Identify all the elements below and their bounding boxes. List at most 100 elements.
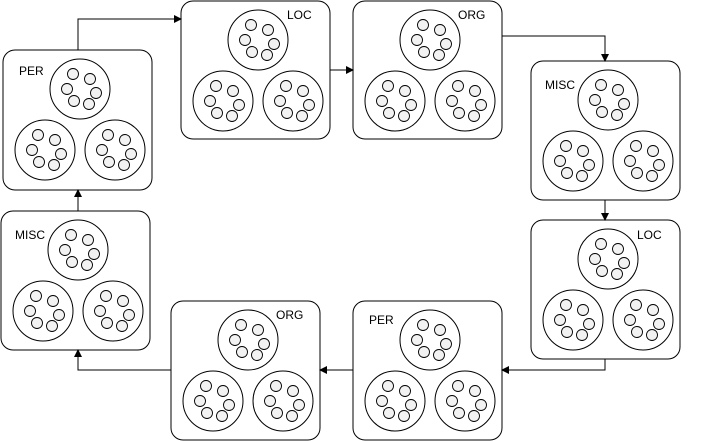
member-dot — [281, 107, 293, 119]
member-dot — [612, 243, 624, 255]
member-dot — [96, 144, 108, 156]
member-dot — [49, 134, 61, 146]
cluster-circle — [227, 9, 289, 71]
member-dot — [101, 317, 113, 329]
member-dot — [434, 24, 446, 36]
cluster-circle — [192, 70, 254, 132]
node-misc-n4 — [530, 60, 681, 201]
member-dot — [630, 140, 642, 152]
member-dot — [469, 385, 481, 397]
cluster-circle — [82, 280, 144, 342]
member-dot — [217, 385, 229, 397]
member-dot — [399, 85, 411, 97]
member-dot — [268, 38, 280, 50]
member-dot — [561, 326, 573, 338]
member-dot — [287, 385, 299, 397]
cluster-circle — [434, 70, 496, 132]
cluster-circle — [49, 58, 111, 120]
member-dot — [233, 99, 245, 111]
member-dot — [446, 95, 458, 107]
cluster-circle — [217, 309, 279, 371]
member-dot — [440, 338, 452, 350]
member-dot — [30, 290, 42, 302]
member-dot — [577, 304, 589, 316]
member-dot — [261, 49, 273, 61]
member-dot — [653, 159, 665, 171]
member-dot — [258, 338, 270, 350]
member-dot — [61, 83, 73, 95]
cluster-circle — [84, 119, 146, 181]
edge-arrow-n3-n4 — [502, 35, 609, 62]
member-dot — [624, 314, 636, 326]
member-dot — [453, 107, 465, 119]
member-dot — [434, 324, 446, 336]
member-dot — [611, 268, 623, 280]
node-label-misc-right: MISC — [545, 78, 575, 92]
member-dot — [611, 109, 623, 121]
member-dot — [67, 68, 79, 80]
node-misc-n8 — [0, 210, 151, 351]
member-dot — [475, 99, 487, 111]
member-dot — [46, 320, 58, 332]
member-dot — [200, 380, 212, 392]
edge-arrow-n1-n2 — [77, 15, 182, 50]
member-dot — [647, 304, 659, 316]
member-dot — [653, 318, 665, 330]
member-dot — [59, 244, 71, 256]
member-dot — [452, 80, 464, 92]
member-dot — [453, 407, 465, 419]
member-dot — [227, 85, 239, 97]
member-dot — [239, 34, 251, 46]
member-dot — [561, 167, 573, 179]
member-dot — [576, 329, 588, 341]
member-dot — [612, 84, 624, 96]
member-dot — [88, 248, 100, 260]
member-dot — [229, 334, 241, 346]
member-dot — [446, 395, 458, 407]
member-dot — [211, 107, 223, 119]
cluster-circle — [47, 219, 109, 281]
member-dot — [84, 73, 96, 85]
member-dot — [223, 399, 235, 411]
member-dot — [469, 85, 481, 97]
member-dot — [270, 380, 282, 392]
member-dot — [103, 156, 115, 168]
member-dot — [631, 326, 643, 338]
member-dot — [280, 80, 292, 92]
member-dot — [48, 159, 60, 171]
member-dot — [33, 156, 45, 168]
member-dot — [82, 234, 94, 246]
member-dot — [596, 265, 608, 277]
member-dot — [595, 79, 607, 91]
member-dot — [271, 407, 283, 419]
member-dot — [583, 159, 595, 171]
member-dot — [560, 299, 572, 311]
member-dot — [383, 107, 395, 119]
member-dot — [468, 410, 480, 422]
node-label-loc-right: LOC — [637, 228, 662, 242]
member-dot — [589, 253, 601, 265]
member-dot — [194, 395, 206, 407]
member-dot — [94, 305, 106, 317]
member-dot — [405, 99, 417, 111]
member-dot — [31, 317, 43, 329]
member-dot — [201, 407, 213, 419]
member-dot — [646, 170, 658, 182]
node-per-n6 — [352, 300, 503, 441]
member-dot — [236, 346, 248, 358]
member-dot — [398, 410, 410, 422]
member-dot — [618, 257, 630, 269]
member-dot — [468, 110, 480, 122]
cluster-circle — [252, 370, 314, 432]
member-dot — [102, 129, 114, 141]
cluster-circle — [542, 130, 604, 192]
member-dot — [303, 99, 315, 111]
cluster-circle — [542, 289, 604, 351]
member-dot — [433, 49, 445, 61]
node-org-n7 — [170, 300, 321, 441]
node-label-per-top: PER — [19, 64, 44, 78]
member-dot — [417, 319, 429, 331]
member-dot — [589, 94, 601, 106]
node-label-loc-top: LOC — [287, 8, 312, 22]
